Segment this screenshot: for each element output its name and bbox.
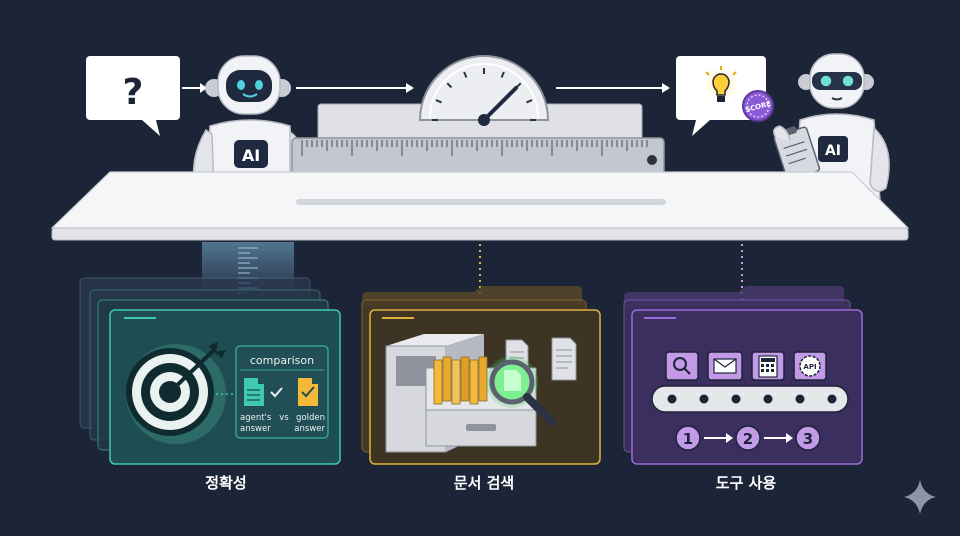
api-label: API — [803, 363, 816, 371]
target-icon — [126, 342, 236, 444]
step-2-icon: 2 — [735, 425, 761, 451]
step-1-icon: 1 — [675, 425, 701, 451]
checkmark-icon — [270, 387, 283, 398]
arrow-icon — [182, 83, 207, 93]
golden-document-icon — [298, 378, 318, 406]
label-document-search: 문서 검색 — [454, 474, 514, 492]
comparison-title: comparison — [250, 354, 314, 367]
agent-document-icon — [244, 378, 264, 406]
filing-cabinet-icon — [385, 334, 537, 453]
sparkle-icon — [904, 480, 936, 514]
calculator-tool-icon — [751, 351, 785, 381]
label-accuracy: 정확성 — [205, 474, 246, 492]
tool-use-card: API 1 2 3 — [623, 286, 863, 465]
step-arrow-icon — [764, 433, 793, 443]
step-number: 1 — [683, 430, 693, 448]
vs-label: vs — [279, 413, 289, 423]
document-search-card — [361, 286, 601, 465]
clipboard-icon — [773, 126, 821, 181]
step-number: 3 — [803, 430, 813, 448]
score-badge-icon: SCORE — [742, 90, 774, 122]
table-surface — [50, 171, 910, 241]
svg-text:?: ? — [123, 72, 144, 113]
arrow-icon — [296, 83, 414, 93]
magnifying-glass-icon — [486, 356, 556, 426]
search-tool-icon — [665, 351, 699, 381]
conveyor-belt-icon — [651, 385, 849, 413]
document-icon — [551, 337, 577, 381]
api-gear-icon: API — [793, 351, 827, 381]
step-3-icon: 3 — [795, 425, 821, 451]
step-sequence: 1 2 3 — [675, 425, 821, 451]
mail-tool-icon — [707, 351, 743, 381]
question-bubble-icon: ? — [86, 56, 180, 136]
step-arrow-icon — [704, 433, 733, 443]
lightbulb-bubble-icon — [676, 56, 766, 136]
arrow-icon — [556, 83, 670, 93]
robot-right-badge: AI — [825, 143, 841, 159]
label-tool-use: 도구 사용 — [716, 474, 777, 492]
gauge-icon — [418, 55, 550, 126]
robot-left-badge: AI — [242, 146, 260, 165]
step-number: 2 — [743, 430, 753, 448]
